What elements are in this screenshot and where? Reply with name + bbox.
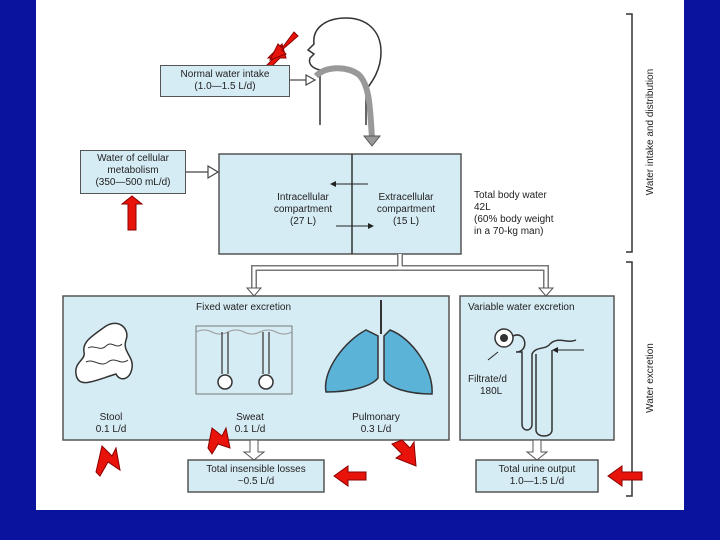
red-arrow-stool — [95, 445, 121, 477]
intracellular-value: (27 L) — [289, 216, 317, 227]
body-water-tank — [218, 153, 462, 255]
red-arrow-pulmonary — [391, 439, 417, 467]
cellular-metabolism-box: Water of cellular metabolism (350—500 mL… — [80, 150, 186, 194]
normal-intake-box: Normal water intake (1.0—1.5 L/d) — [160, 65, 290, 97]
bracket-intake — [626, 13, 633, 253]
intestine-icon — [75, 322, 133, 384]
variable-excretion-title: Variable water excretion — [468, 302, 575, 313]
pulmonary-value: 0.3 L/d — [360, 424, 392, 435]
metabolism-arrow-head — [207, 164, 220, 180]
filtrate-value: 180L — [480, 386, 503, 397]
lungs-icon — [324, 329, 379, 393]
variable-excretion-panel — [459, 295, 615, 441]
extracellular-label: Extracellular — [378, 192, 434, 203]
insensible-losses-box — [187, 459, 325, 493]
normal-intake-value: (1.0—1.5 L/d) — [194, 81, 256, 92]
filtrate-label: Filtrate/d — [468, 374, 507, 385]
red-arrow-sweat — [207, 426, 231, 455]
cellular-metabolism-value: (350—500 mL/d) — [95, 177, 171, 188]
stool-value: 0.1 L/d — [95, 424, 127, 435]
normal-intake-label: Normal water intake — [180, 69, 270, 80]
bracket-excretion — [626, 261, 633, 497]
head-silhouette — [306, 17, 382, 125]
red-arrow-metabolism — [120, 195, 144, 231]
red-arrow-urine — [607, 465, 643, 487]
cellular-metabolism-line1: Water of cellular — [97, 153, 169, 164]
red-arrow-insensible — [333, 465, 367, 487]
side-label-intake: Water intake and distribution — [645, 68, 656, 196]
extracellular-value: (15 L) — [392, 216, 420, 227]
insensible-losses-label: Total insensible losses — [206, 464, 306, 475]
slide-panel: Normal water intake (1.0—1.5 L/d) Water … — [36, 0, 684, 510]
fixed-excretion-title: Fixed water excretion — [196, 302, 292, 313]
urine-output-box — [475, 459, 599, 493]
red-arrow-intake — [268, 31, 299, 61]
intracellular-sub: compartment — [273, 204, 333, 215]
intracellular-label: Intracellular — [277, 192, 329, 203]
skin-section — [195, 325, 293, 395]
total-body-water-value: 42L — [474, 202, 491, 213]
side-label-excretion: Water excretion — [645, 343, 656, 413]
pulmonary-label: Pulmonary — [352, 412, 400, 423]
total-body-water-note2: in a 70-kg man) — [474, 226, 544, 237]
insensible-losses-value: ~0.5 L/d — [237, 476, 275, 487]
cellular-metabolism-line2: metabolism — [107, 165, 159, 176]
sweat-gland-icon — [221, 332, 229, 374]
extracellular-sub: compartment — [376, 204, 436, 215]
urine-output-label: Total urine output — [498, 464, 576, 475]
diagram-graphics — [62, 13, 643, 497]
total-body-water-note1: (60% body weight — [474, 214, 554, 225]
stool-label: Stool — [99, 412, 123, 423]
sweat-value: 0.1 L/d — [234, 424, 266, 435]
urine-output-value: 1.0—1.5 L/d — [509, 476, 565, 487]
total-body-water-label: Total body water — [474, 190, 547, 201]
intake-arrow-head — [362, 135, 382, 147]
intake-pathway — [313, 65, 375, 139]
sweat-label: Sweat — [236, 412, 264, 423]
